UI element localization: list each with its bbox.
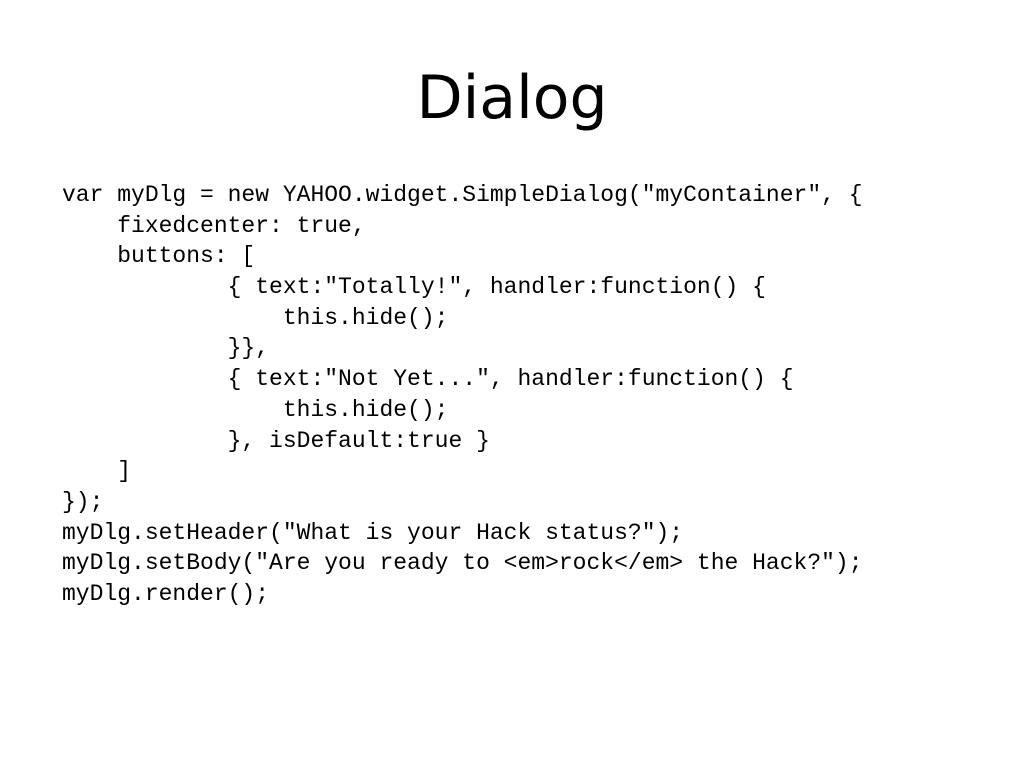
code-line: this.hide(); [62,304,449,331]
code-line: var myDlg = new YAHOO.widget.SimpleDialo… [62,182,863,208]
code-line: { text:"Not Yet...", handler:function() … [62,366,794,393]
code-line: ] [62,458,132,485]
code-line: myDlg.setHeader("What is your Hack statu… [62,519,684,546]
code-line: fixedcenter: true, [62,212,366,239]
code-line: }); [62,488,104,515]
code-line: buttons: [ [62,243,256,270]
slide-title: Dialog [416,63,608,133]
code-line: myDlg.setBody("Are you ready to <em>rock… [62,550,863,577]
code-line: this.hide(); [62,396,449,423]
code-block: var myDlg = new YAHOO.widget.SimpleDialo… [62,180,863,610]
code-line: { text:"Totally!", handler:function() { [62,274,766,301]
code-line: }, isDefault:true } [62,427,490,454]
code-line: }}, [62,335,270,362]
code-line: myDlg.render(); [62,580,270,607]
